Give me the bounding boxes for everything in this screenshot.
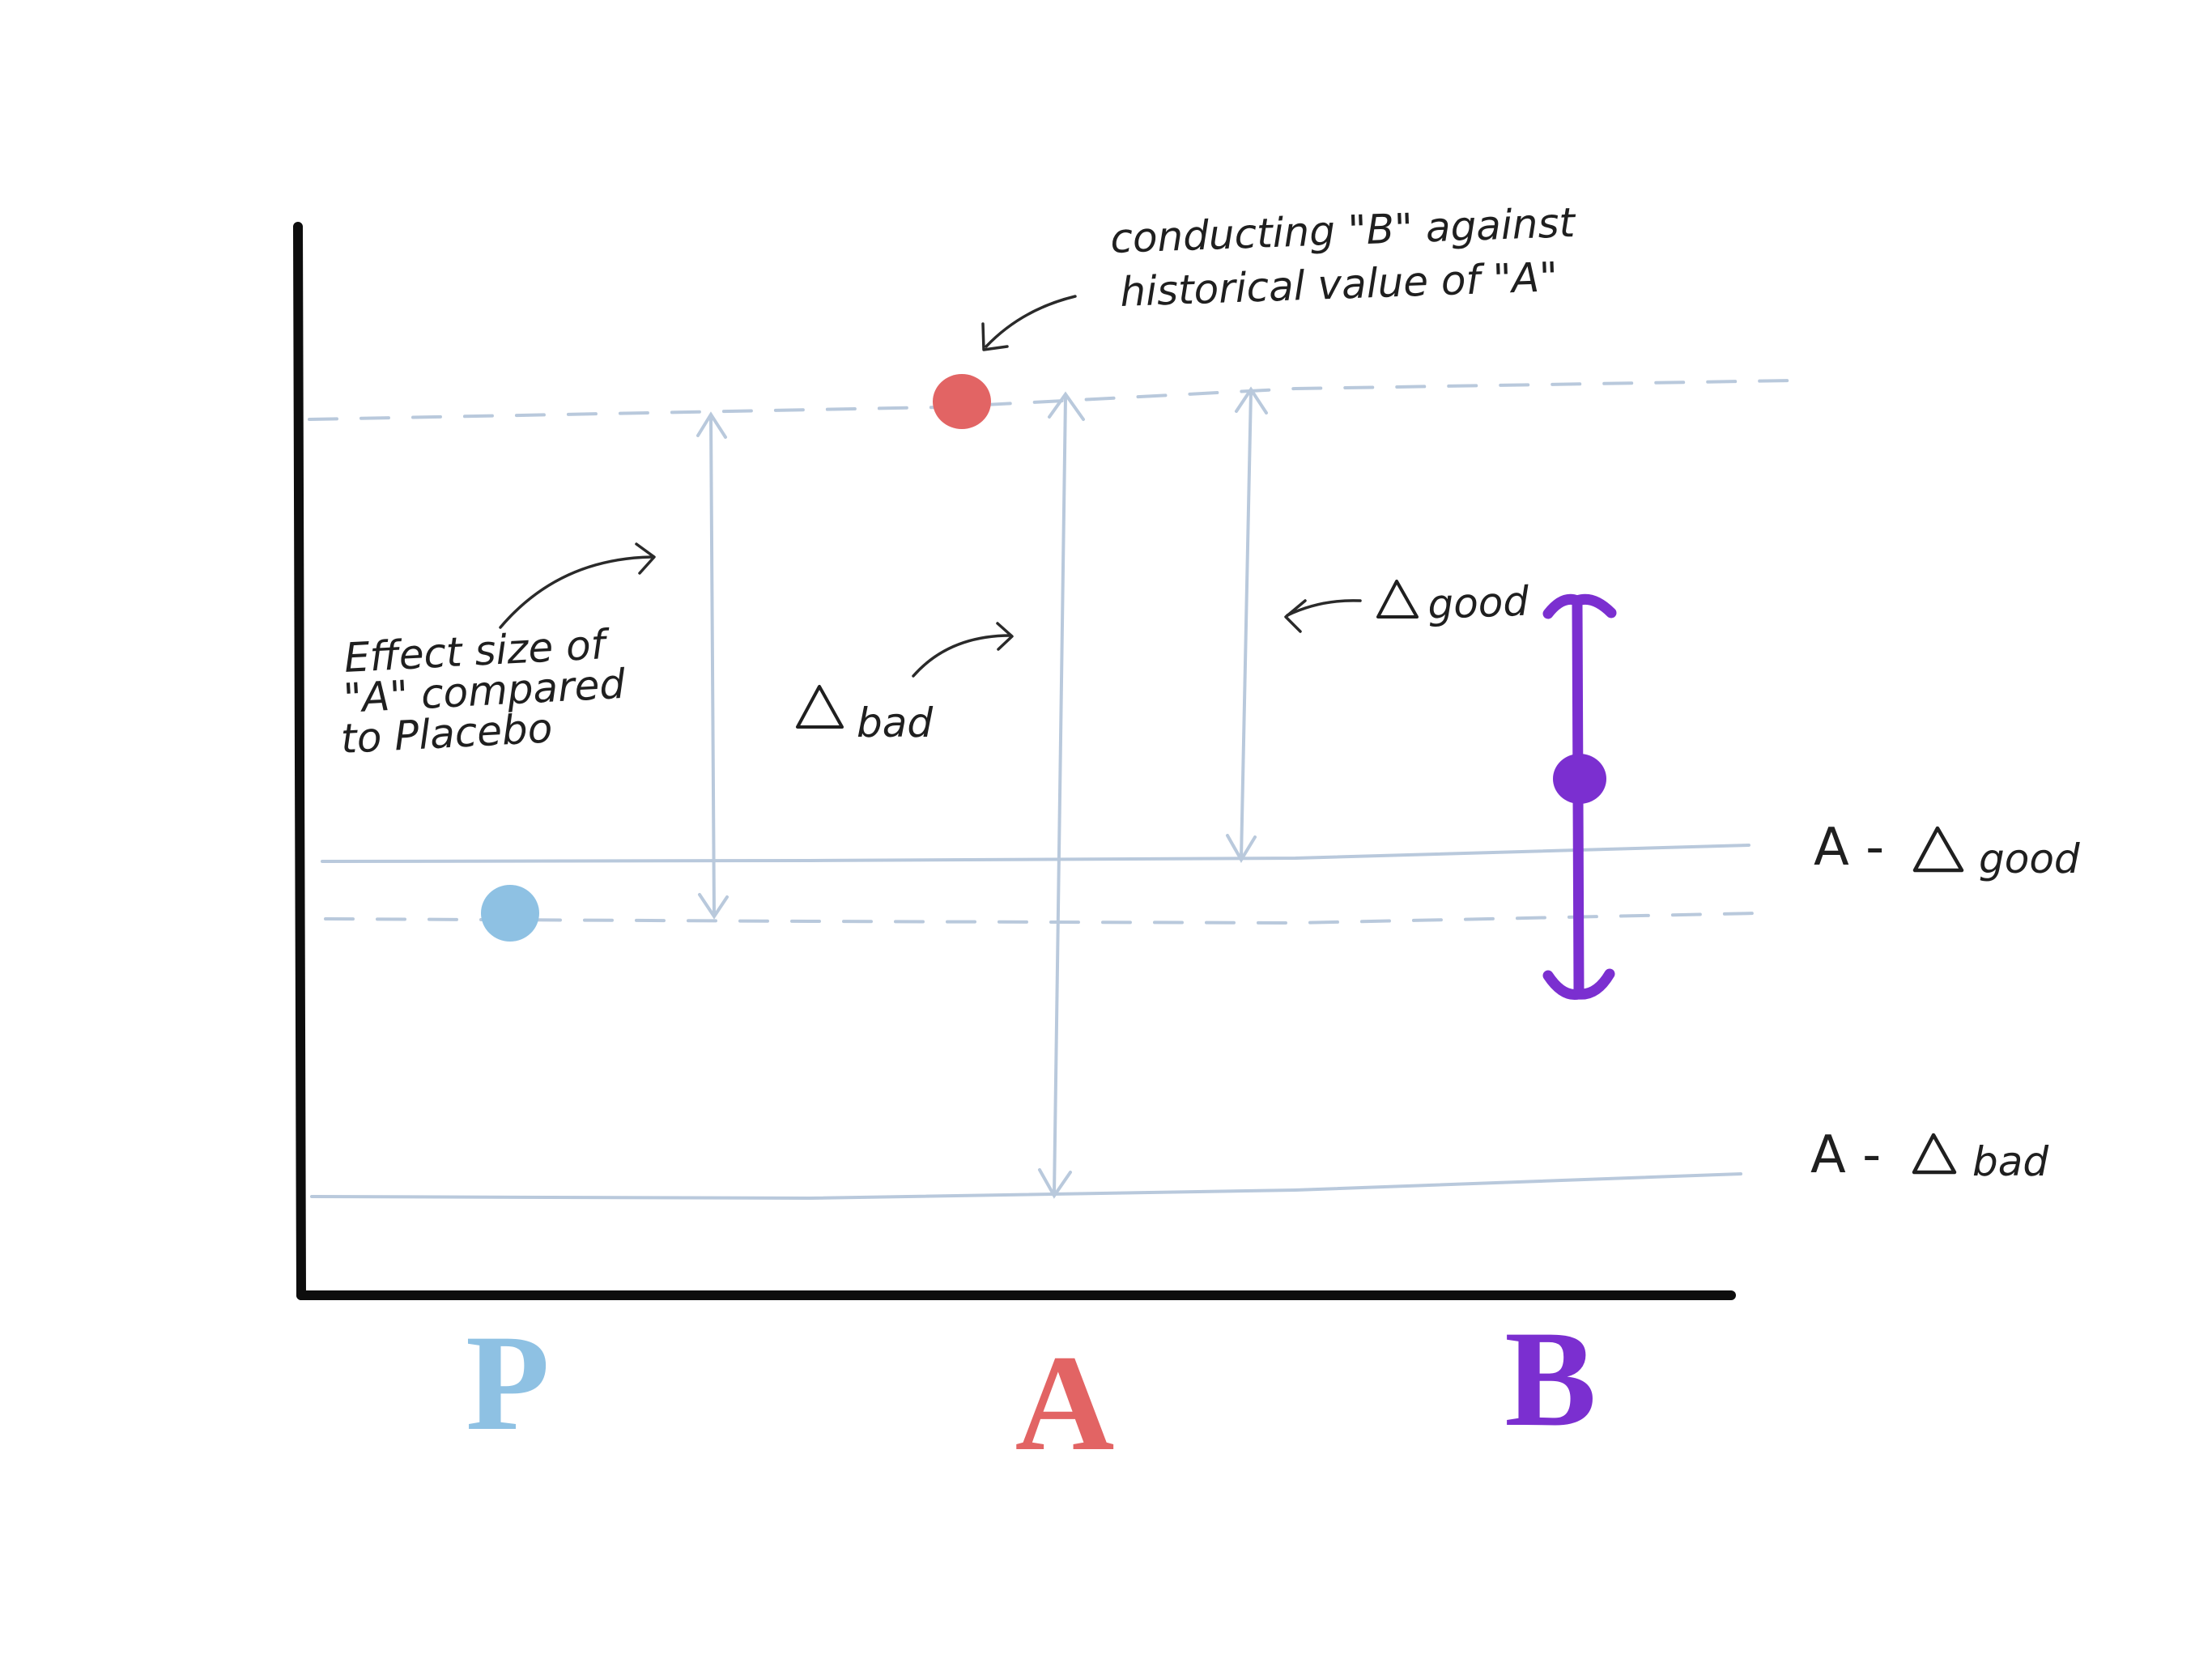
a-minus-delta-good-prefix: A -	[1814, 818, 1884, 878]
top-annotation-line1: conducting "B" against	[1109, 199, 1577, 262]
delta-bad-symbol	[796, 685, 844, 729]
b-confidence-interval	[1542, 593, 1617, 1000]
historical-a-point	[933, 374, 991, 429]
delta-bad-arrow	[1038, 391, 1085, 1199]
delta-good-pointer	[1284, 599, 1362, 633]
delta-bad-text: bad	[857, 699, 933, 746]
delta-good-symbol	[1376, 580, 1419, 619]
placebo-point	[481, 885, 539, 942]
delta-good-label: good	[1376, 578, 1529, 628]
a-minus-delta-good-line	[321, 844, 1750, 863]
delta-good-arrow	[1226, 386, 1268, 863]
top-annotation-pointer	[981, 295, 1077, 351]
delta-bad-pointer	[912, 622, 1014, 678]
a-minus-delta-good-suffix: good	[1979, 835, 2080, 882]
category-b-label: B	[1504, 1303, 1596, 1455]
b-point	[1553, 754, 1606, 804]
a-minus-delta-good-delta	[1912, 826, 1964, 873]
placebo-dashed-line	[324, 912, 1759, 925]
a-minus-delta-bad-label: A - bad	[1810, 1125, 2048, 1185]
a-minus-delta-good-label: A - good	[1814, 818, 2080, 882]
effect-size-arrow	[696, 411, 729, 920]
a-minus-delta-bad-prefix: A -	[1810, 1125, 1881, 1185]
category-a-label: A	[1015, 1327, 1115, 1479]
y-axis	[293, 222, 306, 1300]
a-minus-delta-bad-suffix: bad	[1972, 1138, 2048, 1185]
delta-bad-label: bad	[796, 685, 933, 746]
effect-annotation-pointer	[499, 542, 656, 629]
delta-good-text: good	[1427, 578, 1529, 628]
a-minus-delta-bad-delta	[1912, 1133, 1957, 1175]
category-p-label: P	[466, 1307, 550, 1459]
a-minus-delta-bad-line	[310, 1172, 1742, 1201]
top-annotation-line2: historical value of "A"	[1119, 253, 1559, 316]
effect-annotation-line3: to Placebo	[340, 704, 554, 763]
historical-a-dashed-line	[308, 379, 1795, 421]
